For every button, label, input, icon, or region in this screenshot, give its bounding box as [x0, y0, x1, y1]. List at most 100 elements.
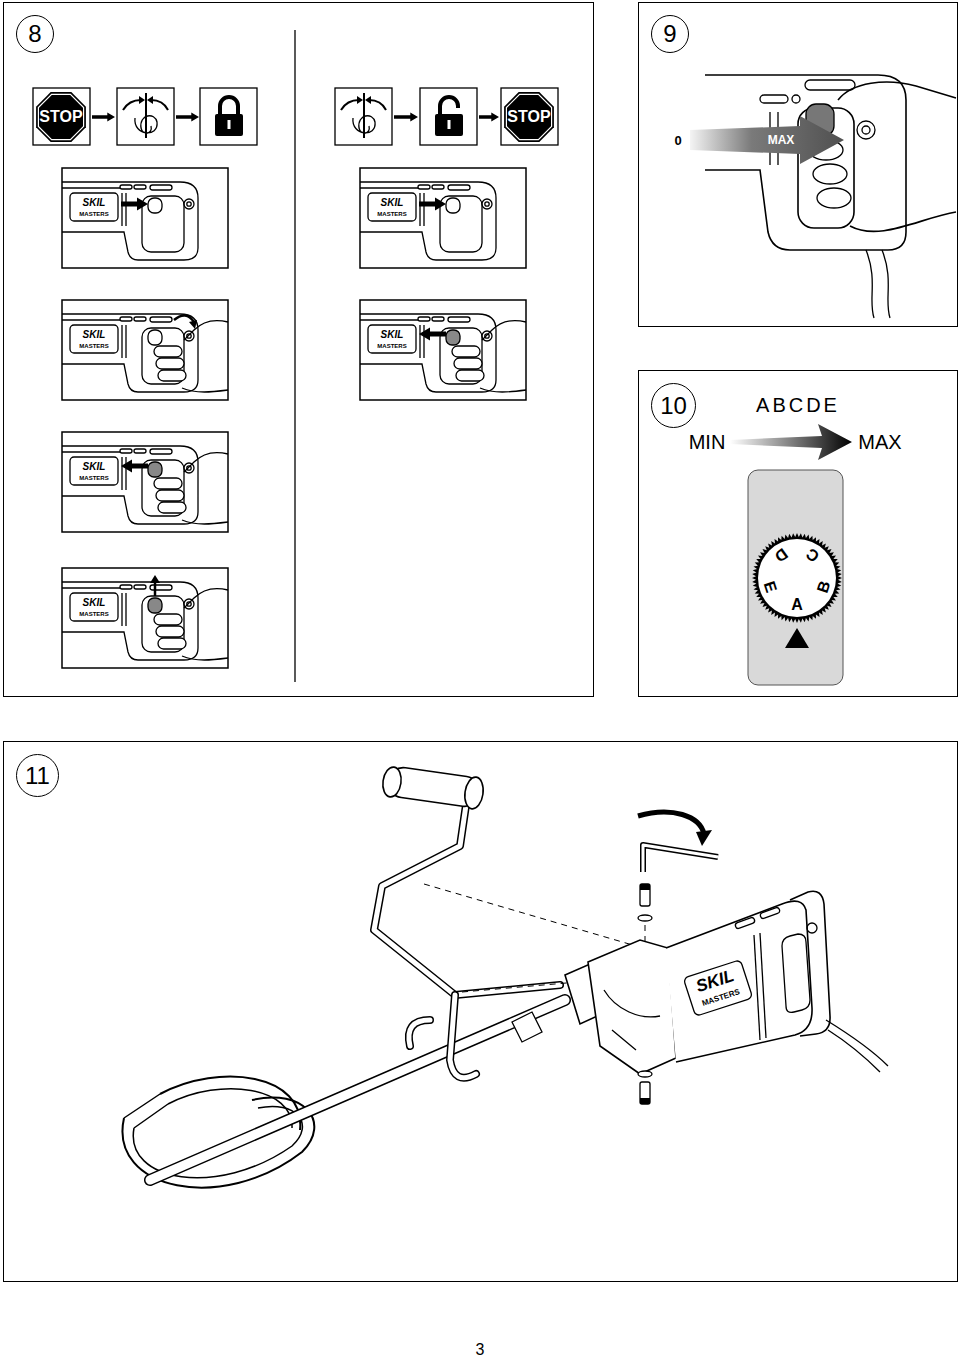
- mixer-rotation-icon: [363, 93, 365, 138]
- tool-thumbnail: [184, 463, 194, 473]
- mixer-assembly: [450, 995, 476, 1078]
- mixer-rotation-icon: [117, 88, 174, 145]
- tool-thumbnail: [121, 457, 122, 490]
- hand: [184, 452, 228, 472]
- brand-series: MASTERS: [377, 211, 406, 217]
- mixer-rotation-icon: [135, 116, 157, 133]
- brand-series: MASTERS: [79, 611, 108, 617]
- tool-thumbnail: [148, 330, 162, 345]
- hand: [480, 388, 526, 392]
- mixer-assembly: [782, 934, 810, 1012]
- tool-thumbnail: [62, 182, 198, 260]
- tool-handle-closeup: [838, 82, 956, 100]
- direction-arrow: [121, 460, 148, 473]
- hand: [184, 588, 228, 608]
- tool-thumbnail: [70, 325, 118, 353]
- page-number: 3: [476, 1342, 485, 1358]
- tool-thumbnail: [62, 300, 228, 400]
- unlock-icon: [420, 88, 477, 145]
- brand-logo: SKIL: [83, 462, 106, 472]
- speed-min: MIN: [689, 432, 726, 452]
- tool-thumbnail: [134, 317, 146, 321]
- tool-thumbnail: [62, 319, 120, 320]
- tool-thumbnail: [419, 193, 420, 226]
- stop-sign: [501, 88, 558, 145]
- tool-thumbnail: [121, 325, 122, 358]
- tool-thumbnail: [150, 575, 160, 583]
- tool-thumbnail: [482, 199, 492, 209]
- mixer-assembly: [374, 805, 560, 995]
- mixer-assembly: [696, 830, 712, 846]
- unlock-icon: [420, 88, 477, 145]
- tool-thumbnail: [360, 168, 526, 268]
- tool-thumbnail: [62, 568, 228, 668]
- brand-logo: SKIL: [83, 598, 106, 608]
- brand-logo: SKIL: [381, 198, 404, 208]
- mixer-assembly: [463, 776, 485, 810]
- figure-number: 11: [16, 754, 59, 797]
- speed-dial: [758, 539, 836, 617]
- mixer-assembly: [150, 1000, 565, 1180]
- tool-thumbnail: [368, 325, 416, 353]
- tool-thumbnail: [125, 457, 126, 490]
- hand: [452, 320, 526, 392]
- tool-thumbnail: [360, 168, 526, 268]
- dial-panel: [748, 470, 843, 685]
- tool-thumbnail: [446, 330, 460, 345]
- stop-sign: [501, 88, 558, 145]
- tool-handle-closeup: [882, 250, 890, 318]
- figure-number: 8: [16, 15, 54, 53]
- tool-thumbnail: [446, 198, 460, 213]
- direction-arrow: [394, 112, 418, 121]
- mixer-assembly: [643, 845, 718, 872]
- direction-arrow: [479, 112, 499, 121]
- hand: [184, 320, 228, 340]
- tool-handle-closeup: [857, 121, 875, 139]
- mixer-rotation-icon: [335, 88, 392, 145]
- hand: [482, 320, 526, 340]
- mixer-rotation-icon: [341, 100, 359, 110]
- mixer-assembly: [790, 891, 830, 1036]
- tool-handle-closeup: [817, 188, 851, 208]
- mixer-assembly: [828, 1030, 880, 1072]
- hand: [156, 626, 184, 637]
- mixer-assembly: [640, 884, 650, 906]
- hand: [454, 358, 482, 369]
- speed-value: MAX: [768, 134, 795, 146]
- brand-logo: SKIL: [83, 330, 106, 340]
- hand: [154, 320, 228, 392]
- tool-handle-closeup: [862, 126, 870, 134]
- hand: [182, 388, 228, 392]
- tool-handle-closeup: [760, 95, 788, 103]
- mixer-assembly: [643, 845, 718, 872]
- tool-thumbnail: [62, 446, 198, 524]
- dial-pointer: [785, 628, 809, 648]
- tool-thumbnail: [360, 319, 418, 320]
- tool-thumbnail: [120, 449, 132, 453]
- tool-thumbnail: [482, 331, 492, 341]
- tool-thumbnail: [62, 168, 228, 268]
- mixer-assembly: [638, 915, 652, 921]
- tool-thumbnail: [174, 315, 194, 322]
- mixer-assembly: [588, 940, 676, 1074]
- mixer-assembly: [638, 1071, 652, 1077]
- tool-thumbnail: [448, 185, 470, 190]
- stop-text: STOP: [507, 109, 550, 125]
- direction-arrow: [92, 112, 115, 121]
- hand: [158, 502, 186, 513]
- tool-thumbnail: [148, 598, 162, 613]
- mixer-rotation-icon: [353, 116, 375, 133]
- tool-thumbnail: [368, 193, 416, 221]
- stop-sign: [504, 92, 554, 142]
- direction-arrow: [419, 328, 446, 341]
- mixer-assembly: [462, 982, 578, 992]
- stop-sign: [33, 88, 90, 145]
- lock-icon: [228, 120, 231, 129]
- stop-sign: [38, 94, 83, 139]
- mixer-rotation-icon: [117, 88, 174, 145]
- hand: [456, 370, 484, 381]
- mixer-rotation-icon: [357, 96, 363, 104]
- mixer-assembly: [754, 935, 760, 1040]
- brand-series: MASTERS: [79, 475, 108, 481]
- stop-sign: [33, 88, 90, 145]
